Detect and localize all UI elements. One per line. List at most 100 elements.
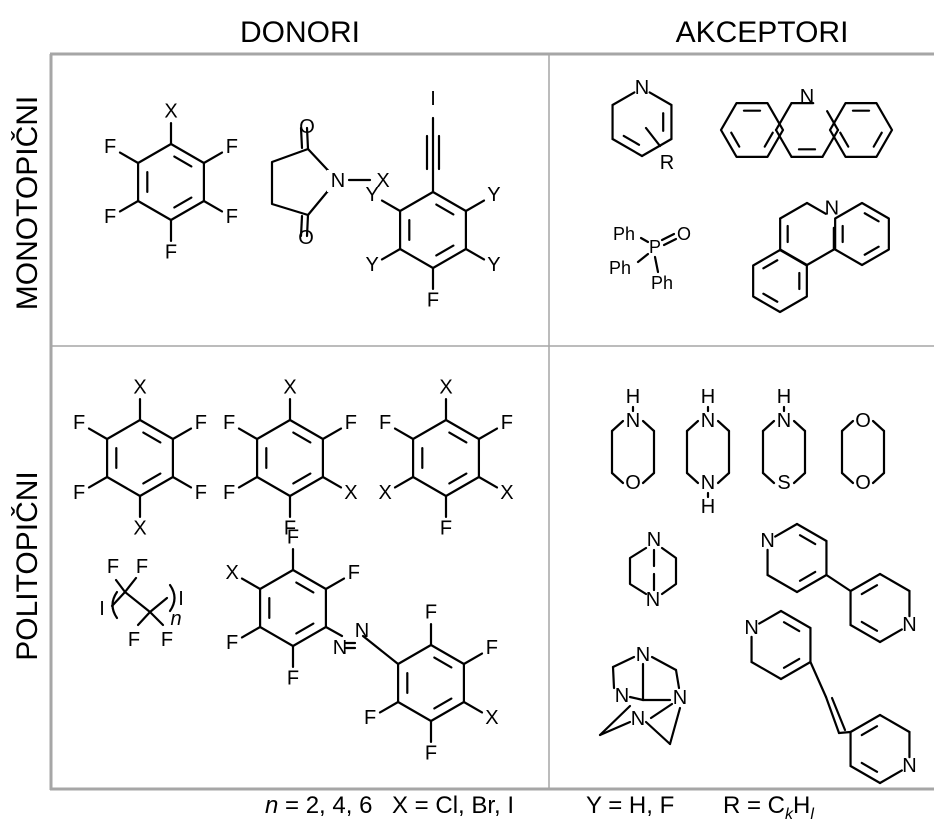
atom-i: I (99, 598, 105, 620)
morpholine-top-h: H (626, 386, 640, 408)
legend-x: X = Cl, Br, I (392, 792, 514, 819)
bipyridine-ring-1-n-label: N (760, 530, 774, 552)
legend-r-h: H (793, 792, 810, 819)
atom-f: F (73, 412, 85, 434)
trifluoro-trihalobenzene (393, 398, 499, 519)
dioxane-top-atom: O (855, 410, 871, 432)
atom-f: F (104, 136, 116, 158)
bpe-ring-1 (750, 609, 812, 681)
atom-f: F (364, 707, 376, 729)
atom-n: N (825, 198, 839, 220)
atom-r: R (660, 152, 674, 174)
atom-f: F (287, 527, 299, 549)
atom-x: X (133, 517, 146, 539)
header-acceptors: AKCEPTORI (676, 16, 849, 49)
atom-p: P (649, 237, 661, 257)
tetrafluoro-1-4-dihalobenzene (87, 398, 193, 519)
acridine (719, 102, 894, 158)
atom-ph: Ph (613, 224, 635, 244)
atom-f: F (195, 482, 207, 504)
atom-f: F (104, 206, 116, 228)
legend-n-var: n (265, 792, 278, 819)
atom-i: I (178, 588, 184, 610)
atom-n-subscript: n (170, 608, 181, 630)
atom-y: Y (365, 184, 378, 206)
ethynyl-iodide-chain (425, 116, 441, 194)
atom-n: N (333, 637, 347, 659)
atom-o: O (299, 116, 315, 138)
atom-n: N (673, 687, 687, 709)
morpholine-top-atom: N (626, 410, 640, 432)
legend-r-sub-l: l (810, 806, 814, 823)
bpe-ring-1-n-label: N (744, 617, 758, 639)
atom-n: N (331, 170, 345, 192)
atom-f: F (107, 556, 119, 578)
atom-f: F (287, 667, 299, 689)
atom-f: F (379, 412, 391, 434)
iodoethynyl-fluorobenzene (380, 190, 486, 290)
atom-f: F (486, 637, 498, 659)
triphenylphosphine-oxide (636, 232, 678, 274)
atom-y: Y (487, 184, 500, 206)
legend-r: R = CkHl (723, 792, 814, 823)
bpe-ring-2-n-label: N (902, 755, 916, 777)
legend: n = 2, 4, 6 X = Cl, Br, I Y = H, F R = C… (265, 792, 814, 823)
atom-f: F (226, 632, 238, 654)
dabco (628, 546, 678, 596)
thiomorpholine-top-atom: N (777, 410, 791, 432)
atom-x: X (164, 101, 177, 123)
piperazine-top-h: H (701, 386, 715, 408)
legend-y: Y = H, F (586, 792, 674, 819)
diiodoperfluoroalkane (110, 576, 176, 627)
atom-i: I (430, 88, 436, 110)
atom-x: X (439, 377, 452, 399)
header-monotopic: MONOTOPIČNI (10, 96, 44, 310)
n-halosuccinimide (270, 126, 372, 238)
dioxane-bottom-atom: O (855, 472, 871, 494)
piperazine-bottom-h: H (701, 496, 715, 518)
atom-n: N (355, 620, 369, 642)
pyridine-r-n-label: N (635, 77, 649, 99)
atom-x: X (500, 482, 513, 504)
header-donors: DONORI (240, 16, 360, 49)
atom-f: F (161, 629, 173, 651)
piperazine-top-atom: N (701, 410, 715, 432)
atom-x: X (485, 707, 498, 729)
atom-f: F (128, 629, 140, 651)
morpholine-bottom-atom: O (625, 472, 641, 494)
legend-r-sub-k: k (785, 806, 794, 823)
atom-f: F (223, 482, 235, 504)
piperazine (685, 405, 731, 499)
atom-f: F (226, 136, 238, 158)
bipyridine-ring-2 (849, 572, 911, 644)
atom-f: F (348, 562, 360, 584)
bpe-vinylene (809, 660, 852, 735)
atom-x: X (344, 482, 357, 504)
atom-x: X (376, 170, 389, 192)
thiomorpholine-top-h: H (777, 386, 791, 408)
atom-o: O (298, 227, 314, 249)
atom-ph: Ph (651, 273, 673, 293)
bipyridine-ring-1 (766, 522, 828, 594)
atom-x: X (133, 377, 146, 399)
atom-f: F (223, 412, 235, 434)
thiomorpholine (761, 405, 807, 485)
atom-n: N (631, 708, 645, 730)
atom-ph: Ph (609, 258, 631, 278)
piperazine-bottom-atom: N (701, 472, 715, 494)
atom-f: F (345, 412, 357, 434)
atom-n: N (800, 86, 814, 108)
atom-f: F (284, 517, 296, 539)
atom-f: F (165, 241, 177, 263)
atom-f: F (73, 482, 85, 504)
atom-o: O (677, 224, 691, 244)
atom-f: F (427, 289, 439, 311)
azobenzene-right-ring (378, 622, 484, 744)
legend-n: n = 2, 4, 6 (265, 792, 372, 819)
atom-f: F (440, 517, 452, 539)
header-polytopic: POLITOPIČNI (10, 471, 44, 661)
molecule-structures (87, 91, 911, 785)
atom-n: N (646, 589, 660, 611)
atom-x: X (225, 562, 238, 584)
